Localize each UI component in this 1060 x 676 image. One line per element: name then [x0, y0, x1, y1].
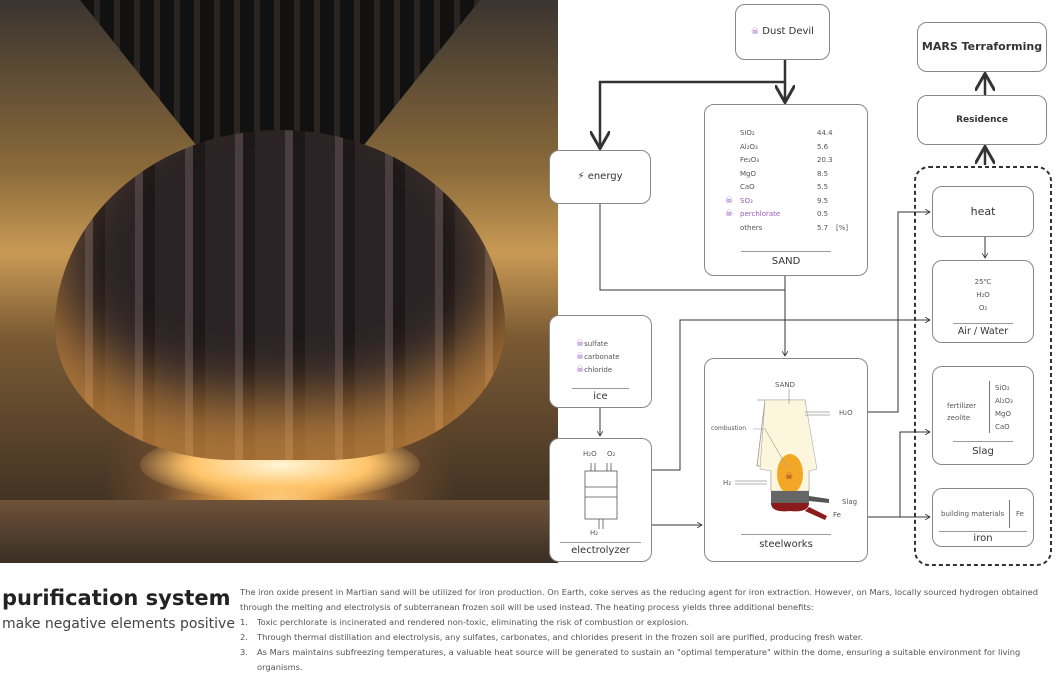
ice-box: ☠sulfate ☠carbonate ☠chloride ice — [549, 315, 652, 408]
list-item: Toxic perchlorate is incinerated and ren… — [257, 617, 690, 627]
sand-component: SiO₂ — [740, 129, 755, 137]
cao: CaO — [995, 423, 1010, 431]
slag-output-label: Slag — [842, 498, 858, 506]
electrolyzer-title: electrolyzer — [571, 545, 630, 556]
sand-component: CaO — [740, 183, 755, 191]
skull-icon: ☠ — [576, 352, 585, 362]
fe-output-label: Fe — [833, 511, 841, 519]
sand-component: SO₃ — [740, 196, 753, 205]
list-number: 2. — [240, 632, 248, 642]
description: The iron oxide present in Martian sand w… — [240, 585, 1055, 675]
sand-value: 9.5 — [817, 196, 829, 205]
sand-value: 44.4 — [817, 129, 833, 137]
residence-label: Residence — [956, 115, 1008, 125]
electrolyzer-cell-icon — [584, 463, 618, 529]
h2-input-label: H₂ — [723, 479, 732, 487]
skull-icon: ☠ — [725, 195, 734, 206]
caption-subtitle: make negative elements positive — [2, 616, 235, 632]
sand-component: others — [740, 223, 763, 232]
carbonate: carbonate — [584, 353, 620, 361]
skull-icon: ☠ — [751, 27, 760, 37]
heat-label: heat — [970, 205, 996, 218]
caption-title: purification system — [2, 586, 231, 610]
sand-title: SAND — [771, 256, 801, 267]
zeolite: zeolite — [947, 414, 971, 422]
floor — [0, 500, 558, 563]
sand-component: perchlorate — [740, 210, 781, 218]
air-water-title: Air / Water — [957, 326, 1009, 337]
flow-arrows — [0, 60, 1052, 566]
sand-input-label: SAND — [775, 381, 795, 389]
water: H₂O — [976, 291, 990, 299]
mars-terraforming-label: MARS Terraforming — [921, 40, 1043, 53]
oxygen: O₂ — [978, 304, 988, 312]
energy-box: ⚡ energy — [549, 150, 651, 204]
sand-value: 5.7 — [817, 223, 829, 232]
fe: Fe — [1016, 510, 1024, 518]
mgo: MgO — [995, 410, 1011, 418]
list-number: 3. — [240, 647, 248, 657]
sio2: SiO₂ — [995, 384, 1010, 392]
energy-icon: ⚡ — [577, 171, 585, 182]
ice-title: ice — [593, 391, 608, 402]
o2-label: O₂ — [607, 450, 616, 458]
mars-terraforming-box: MARS Terraforming — [917, 22, 1047, 72]
h2o-label: H₂O — [583, 450, 597, 458]
sand-value: 5.6 — [817, 142, 829, 151]
furnace-diagram: ☠ — [735, 389, 830, 520]
dust-devil-label: Dust Devil — [762, 26, 814, 37]
list-item: Through thermal distillation and electro… — [257, 632, 864, 642]
sand-component: MgO — [740, 169, 756, 178]
iron-title: iron — [973, 533, 993, 544]
al2o3: Al₂O₃ — [995, 397, 1013, 405]
heat-box: heat — [932, 186, 1034, 237]
residence-box: Residence — [917, 95, 1047, 145]
energy-label: energy — [587, 171, 623, 182]
list-number: 1. — [240, 617, 248, 627]
sand-value: 8.5 — [817, 169, 829, 178]
sand-value: 0.5 — [817, 210, 829, 218]
sand-unit: [%] — [836, 223, 849, 232]
sulfate: sulfate — [584, 340, 608, 348]
intro-paragraph: The iron oxide present in Martian sand w… — [240, 587, 1039, 612]
svg-text:☠: ☠ — [785, 472, 793, 482]
slag-title: Slag — [972, 446, 994, 457]
temperature: 25℃ — [974, 278, 992, 286]
h2o-output-label: H₂O — [839, 409, 853, 417]
dome-rendering — [0, 0, 558, 563]
sand-component: Al₂O₃ — [740, 142, 758, 151]
dust-devil-box: ☠ Dust Devil — [735, 4, 830, 60]
skull-icon: ☠ — [725, 209, 734, 219]
sand-value: 5.5 — [817, 183, 829, 191]
sand-value: 20.3 — [817, 156, 833, 164]
steelworks-title: steelworks — [759, 539, 813, 550]
combustion-label: combustion — [711, 425, 747, 432]
air-water-box: 25℃ H₂O O₂ Air / Water — [932, 260, 1034, 343]
list-item: As Mars maintains subfreezing temperatur… — [257, 647, 1021, 672]
dome-shell — [55, 130, 505, 460]
iron-box: building materials Fe iron — [932, 488, 1034, 547]
slag-box: fertilizer zeolite SiO₂ Al₂O₃ MgO CaO Slag — [932, 366, 1034, 465]
sand-component: Fe₂O₃ — [740, 156, 760, 164]
h2-label: H₂ — [590, 529, 599, 537]
fertilizer: fertilizer — [947, 402, 977, 410]
chloride: chloride — [584, 366, 613, 374]
electrolyzer-box: H₂O O₂ H₂ electrolyzer — [549, 438, 652, 562]
skull-icon: ☠ — [576, 365, 585, 375]
steelworks-box: ☠ SAND H₂O combustion H₂ Slag Fe steelwo… — [704, 358, 868, 562]
building-materials: building materials — [941, 510, 1005, 518]
skull-icon: ☠ — [576, 339, 585, 349]
